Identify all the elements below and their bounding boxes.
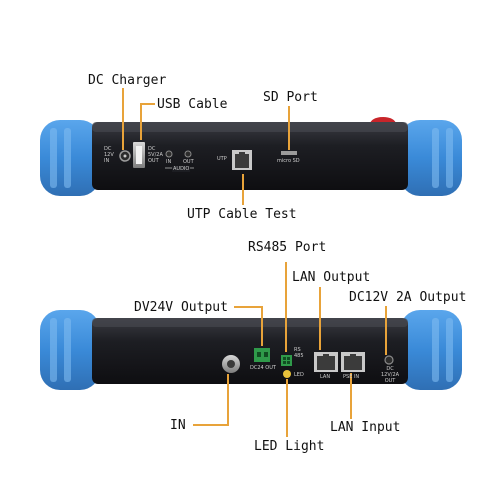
leader-lines (122, 88, 387, 437)
bottom-body (92, 318, 408, 384)
panel-label-audio-out: OUT (183, 159, 194, 165)
panel-label-dc-in: DC 12V IN (104, 146, 114, 164)
panel-label-utp: UTP (217, 156, 227, 162)
leader-dv24v-output (234, 306, 263, 346)
panel-label-audio-in: IN (166, 159, 172, 165)
bottom-device (40, 310, 462, 390)
micro-sd-slot (281, 151, 297, 155)
panel-label-lan: LAN (320, 374, 331, 380)
rs485-terminal (281, 355, 292, 366)
panel-label-dc24-out: DC24 OUT (250, 365, 276, 371)
bottom-right-bumper (400, 310, 462, 390)
leader-in (193, 374, 229, 426)
top-right-bumper (400, 120, 462, 196)
panel-label-audio: AUDIO (172, 166, 191, 172)
callout-in: IN (170, 418, 186, 433)
top-device (40, 117, 462, 196)
callout-usb-cable: USB Cable (157, 97, 228, 112)
top-left-bumper (40, 120, 100, 196)
callout-utp-cable-test: UTP Cable Test (187, 207, 297, 222)
panel-label-led: LED (294, 372, 304, 378)
callout-dc-charger: DC Charger (88, 73, 167, 88)
callout-led-light: LED Light (254, 439, 325, 454)
callout-lan-output: LAN Output (292, 270, 371, 285)
callout-lan-input: LAN Input (330, 420, 401, 435)
audio-in-jack (165, 150, 173, 158)
panel-label-micro-sd: micro SD (277, 158, 300, 164)
callout-rs485-port: RS485 Port (248, 240, 327, 255)
panel-label-dc-out: DC 12V/2A OUT (381, 366, 400, 384)
callout-sd-port: SD Port (263, 90, 318, 105)
panel-label-pse-in: PSE IN (343, 374, 360, 380)
audio-out-jack (184, 150, 192, 158)
callout-dc12v-2a-output: DC12V 2A Output (349, 290, 467, 305)
panel-label-usb-out: DC 5V/2A OUT (148, 146, 163, 164)
panel-label-rs485: RS 485 (294, 347, 304, 359)
bottom-left-bumper (40, 310, 100, 390)
led-indicator (283, 370, 291, 378)
dc24-terminal (254, 348, 270, 362)
callout-dv24v-output: DV24V Output (134, 300, 228, 315)
dc12v-out-jack (384, 355, 394, 365)
leader-usb-cable (140, 103, 155, 140)
